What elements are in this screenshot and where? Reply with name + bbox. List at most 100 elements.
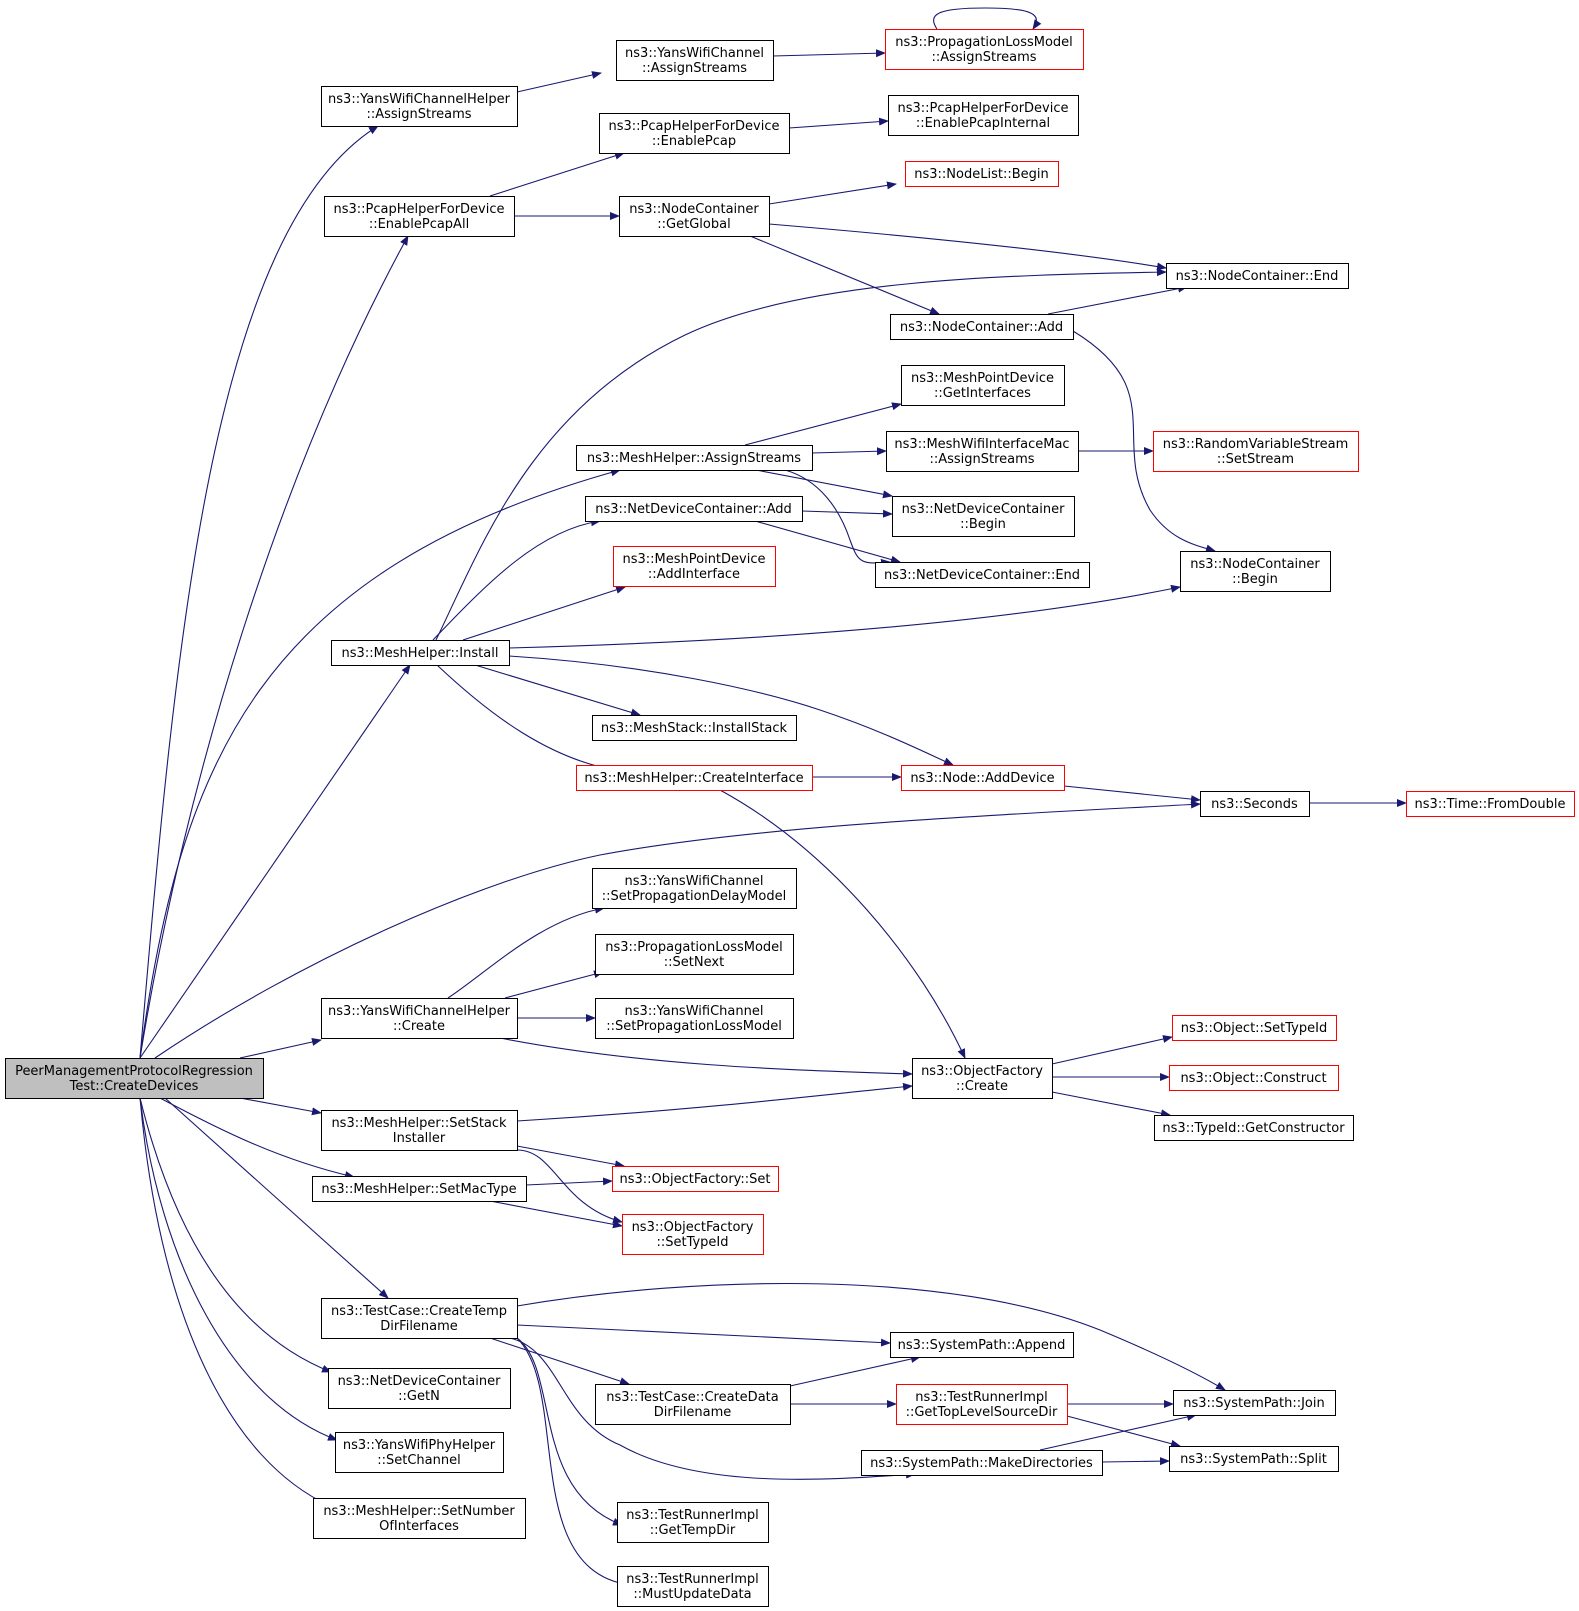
node-ms-installstack[interactable]: ns3::MeshStack::InstallStack [592, 715, 797, 741]
edge-root-to-mh-setstack [239, 1097, 322, 1116]
node-mh-setmac[interactable]: ns3::MeshHelper::SetMacType [312, 1176, 527, 1202]
node-tri-gettempdir[interactable]: ns3::TestRunnerImpl::GetTempDir [617, 1502, 769, 1543]
node-obj-settypeid[interactable]: ns3::Object::SetTypeId [1172, 1015, 1337, 1041]
node-node-adddevice[interactable]: ns3::Node::AddDevice [901, 765, 1065, 791]
node-box [861, 1450, 1103, 1476]
node-obj-construct[interactable]: ns3::Object::Construct [1169, 1065, 1339, 1091]
node-mpd-addiface[interactable]: ns3::MeshPointDevice::AddInterface [613, 546, 776, 587]
node-tid-getctor[interactable]: ns3::TypeId::GetConstructor [1154, 1115, 1354, 1141]
node-nc-getglobal[interactable]: ns3::NodeContainer::GetGlobal [619, 196, 770, 237]
node-plm-setnext[interactable]: ns3::PropagationLossModel::SetNext [595, 934, 794, 975]
node-sp-append[interactable]: ns3::SystemPath::Append [890, 1332, 1074, 1358]
node-proploss-assign[interactable]: ns3::PropagationLossModel::AssignStreams [885, 29, 1084, 70]
node-label: ns3::TestCase::CreateTemp [331, 1304, 507, 1319]
node-box [1200, 791, 1310, 817]
node-ywc-setdelay[interactable]: ns3::YansWifiChannel::SetPropagationDela… [592, 868, 797, 909]
node-of-create[interactable]: ns3::ObjectFactory::Create [912, 1058, 1053, 1099]
node-mh-createiface[interactable]: ns3::MeshHelper::CreateInterface [576, 765, 813, 791]
node-label: ns3::PropagationLossModel [895, 35, 1073, 50]
node-ywc-setloss[interactable]: ns3::YansWifiChannel::SetPropagationLoss… [595, 998, 794, 1039]
node-box [905, 161, 1059, 187]
edge-yanschannel-assign-to-proploss-assign [772, 49, 886, 58]
node-of-set[interactable]: ns3::ObjectFactory::Set [612, 1166, 779, 1192]
node-label: ns3::NetDeviceContainer::Add [595, 502, 792, 517]
node-rvs-setstream[interactable]: ns3::RandomVariableStream::SetStream [1153, 431, 1359, 472]
edge-nc-getglobal-to-nc-add [749, 235, 940, 315]
node-pcap-internal[interactable]: ns3::PcapHelperForDevice::EnablePcapInte… [888, 95, 1079, 136]
node-label: ::SetStream [1217, 452, 1294, 467]
node-box [321, 1110, 518, 1151]
node-ywph-setchannel[interactable]: ns3::YansWifiPhyHelper::SetChannel [335, 1432, 504, 1473]
node-label: ns3::ObjectFactory [921, 1064, 1043, 1079]
node-box [585, 496, 803, 522]
node-box [885, 29, 1084, 70]
node-pcap-enablepcap[interactable]: ns3::PcapHelperForDevice::EnablePcap [599, 113, 790, 154]
edge-proploss-assign-to-proploss-assign [933, 7, 1042, 30]
node-ndc-end[interactable]: ns3::NetDeviceContainer::End [875, 562, 1090, 588]
node-label: ns3::PropagationLossModel [605, 940, 783, 955]
node-mh-assign[interactable]: ns3::MeshHelper::AssignStreams [576, 445, 813, 471]
node-yanschhelper-assign[interactable]: ns3::YansWifiChannelHelper::AssignStream… [321, 86, 518, 127]
edge-root-to-yanschhelper-assign [139, 125, 379, 1059]
node-mwim-assign[interactable]: ns3::MeshWifiInterfaceMac::AssignStreams [886, 431, 1079, 472]
node-tri-toplevel[interactable]: ns3::TestRunnerImpl::GetTopLevelSourceDi… [896, 1384, 1068, 1425]
node-label: ns3::MeshHelper::AssignStreams [587, 451, 801, 466]
edge-pcap-all-to-pcap-enablepcap [489, 151, 625, 197]
node-seconds[interactable]: ns3::Seconds [1200, 791, 1310, 817]
node-yanschannel-assign[interactable]: ns3::YansWifiChannel::AssignStreams [616, 40, 774, 81]
node-ndc-begin[interactable]: ns3::NetDeviceContainer::Begin [892, 496, 1075, 537]
node-root[interactable]: PeerManagementProtocolRegressionTest::Cr… [5, 1058, 264, 1099]
node-label: ns3::YansWifiChannel [625, 46, 764, 61]
node-box [892, 496, 1075, 537]
node-sp-mkdirs[interactable]: ns3::SystemPath::MakeDirectories [861, 1450, 1103, 1476]
node-mh-install[interactable]: ns3::MeshHelper::Install [331, 640, 510, 666]
node-ndc-add[interactable]: ns3::NetDeviceContainer::Add [585, 496, 803, 522]
node-label: ns3::SystemPath::Join [1183, 1396, 1324, 1411]
node-box [1153, 431, 1359, 472]
node-label: ns3::TestRunnerImpl [626, 1508, 759, 1523]
node-nodelist-begin[interactable]: ns3::NodeList::Begin [905, 161, 1059, 187]
node-box [622, 1214, 764, 1255]
node-box [890, 1332, 1074, 1358]
node-label: Test::CreateDevices [69, 1079, 199, 1094]
node-label: ns3::YansWifiChannelHelper [328, 1004, 511, 1019]
node-box [313, 1498, 526, 1539]
edge-mh-install-to-mpd-addiface [462, 585, 626, 641]
node-label: ns3::YansWifiChannelHelper [328, 92, 511, 107]
node-box [321, 1298, 518, 1339]
node-nc-begin[interactable]: ns3::NodeContainer::Begin [1180, 551, 1331, 592]
node-box [617, 1502, 769, 1543]
node-ywch-create[interactable]: ns3::YansWifiChannelHelper::Create [321, 998, 518, 1039]
node-label: ns3::TypeId::GetConstructor [1162, 1121, 1345, 1136]
node-sp-join[interactable]: ns3::SystemPath::Join [1173, 1390, 1336, 1416]
node-tri-mustupdate[interactable]: ns3::TestRunnerImpl::MustUpdateData [617, 1566, 769, 1607]
node-ndc-getn[interactable]: ns3::NetDeviceContainer::GetN [328, 1368, 511, 1409]
node-time-fromdouble[interactable]: ns3::Time::FromDouble [1406, 791, 1575, 817]
node-box [901, 765, 1065, 791]
edge-tc-tempdir-to-tri-gettempdir [516, 1337, 623, 1526]
edge-mh-assign-to-ndc-end [784, 469, 891, 567]
node-label: ns3::TestRunnerImpl [626, 1572, 759, 1587]
node-sp-split[interactable]: ns3::SystemPath::Split [1169, 1446, 1339, 1472]
edge-mh-install-to-nc-end [435, 268, 1167, 641]
node-label: ns3::YansWifiPhyHelper [343, 1438, 496, 1453]
node-nc-add[interactable]: ns3::NodeContainer::Add [890, 314, 1074, 340]
edge-mh-createiface-to-of-create [719, 789, 966, 1059]
node-mpd-getifaces[interactable]: ns3::MeshPointDevice::GetInterfaces [901, 365, 1065, 406]
edge-root-to-tc-tempdir [164, 1097, 389, 1299]
node-nc-end[interactable]: ns3::NodeContainer::End [1166, 263, 1349, 289]
node-box [888, 95, 1079, 136]
node-box [576, 765, 813, 791]
node-box [331, 640, 510, 666]
node-label: ns3::NetDeviceContainer [338, 1374, 502, 1389]
node-label: ns3::MeshPointDevice [622, 552, 765, 567]
node-box [321, 86, 518, 127]
node-label: ::AssignStreams [931, 50, 1036, 65]
node-label: ::SetChannel [377, 1453, 460, 1468]
node-of-settypeid[interactable]: ns3::ObjectFactory::SetTypeId [622, 1214, 764, 1255]
node-pcap-all[interactable]: ns3::PcapHelperForDevice::EnablePcapAll [324, 196, 515, 237]
